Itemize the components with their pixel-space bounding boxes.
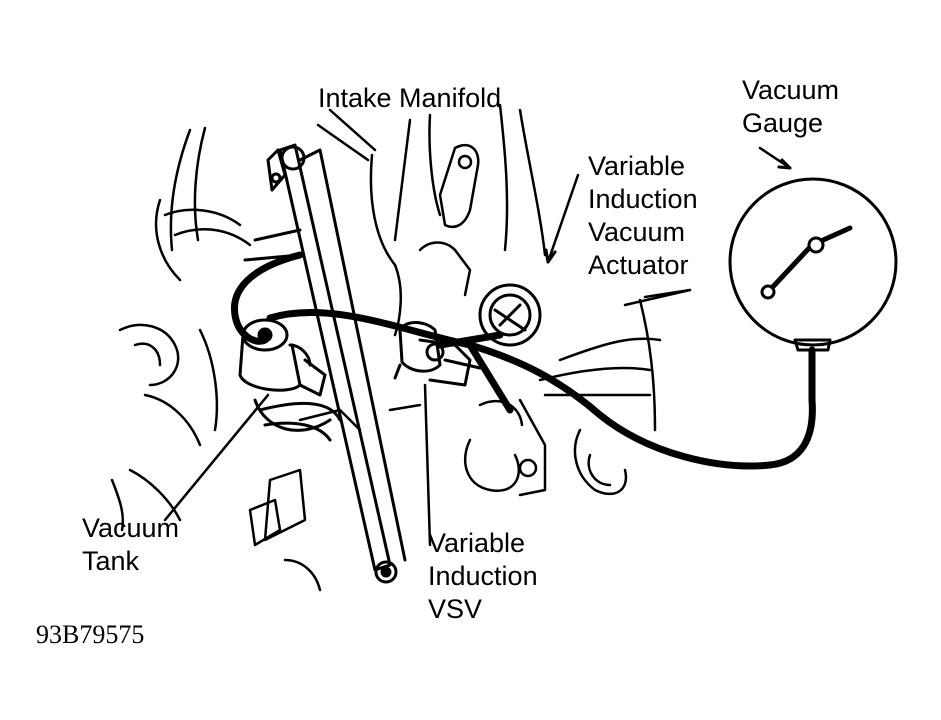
label-intake-manifold-text: Intake Manifold — [318, 83, 502, 113]
label-line: Variable — [588, 151, 686, 181]
leader-lines — [163, 146, 792, 547]
label-intake-manifold: Intake Manifold — [318, 82, 501, 115]
label-vacuum-actuator: Variable Induction Vacuum Actuator — [588, 150, 698, 282]
label-line: Vacuum — [588, 217, 686, 247]
label-line: Variable — [428, 528, 526, 558]
vacuum-gauge — [728, 177, 898, 352]
label-line: Tank — [82, 546, 140, 576]
label-vsv: Variable Induction VSV — [428, 527, 538, 626]
vsv-actuator-cluster — [393, 283, 542, 387]
label-line: Induction — [428, 561, 538, 591]
figure-id: 93B79575 — [36, 620, 145, 649]
label-line: VSV — [428, 594, 483, 624]
label-line: Induction — [588, 184, 698, 214]
label-line: Gauge — [742, 108, 824, 138]
support-rod — [243, 143, 407, 584]
label-line: Actuator — [588, 250, 689, 280]
label-vacuum-tank: Vacuum Tank — [82, 512, 179, 578]
label-line: Vacuum — [82, 513, 180, 543]
engine-outline — [110, 103, 692, 592]
label-line: Vacuum — [742, 75, 840, 105]
vacuum-hose — [230, 251, 816, 470]
label-vacuum-gauge: Vacuum Gauge — [742, 74, 839, 140]
